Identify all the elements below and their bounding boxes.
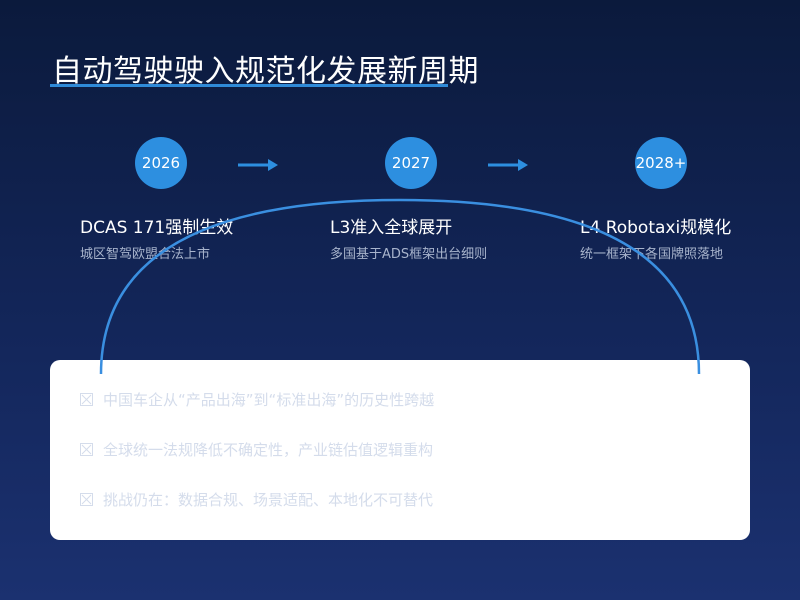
milestone-title: L3准入全球展开 [330,218,453,238]
checkbox-x-icon [80,493,93,506]
year-label: 2027 [391,154,431,172]
year-label: 2026 [141,154,181,172]
checkbox-x-icon [80,393,93,406]
year-badge-2026: 2026 [135,137,187,189]
year-badge-2027: 2027 [385,137,437,189]
bullet-text: 全球统一法规降低不确定性，产业链估值逻辑重构 [103,441,434,459]
summary-panel [50,360,750,540]
bullet-text: 挑战仍在：数据合规、场景适配、本地化不可替代 [103,491,434,509]
arrow-right-icon [488,159,528,171]
checkbox-x-icon [80,443,93,456]
title-underline [50,84,448,87]
list-item: 挑战仍在：数据合规、场景适配、本地化不可替代 [80,489,433,510]
milestone-subtitle: 多国基于ADS框架出台细则 [330,247,488,262]
bullet-text: 中国车企从“产品出海”到“标准出海”的历史性跨越 [103,391,435,409]
milestone-subtitle: 统一框架下各国牌照落地 [580,247,724,262]
year-badge-2028: 2028+ [635,137,687,189]
page-title: 自动驾驶驶入规范化发展新周期 [52,54,479,89]
arrow-right-icon [238,159,278,171]
year-label: 2028+ [635,154,687,172]
milestone-subtitle: 城区智驾欧盟合法上市 [80,247,211,262]
milestone-title: L4 Robotaxi规模化 [580,218,732,238]
list-item: 全球统一法规降低不确定性，产业链估值逻辑重构 [80,439,433,460]
list-item: 中国车企从“产品出海”到“标准出海”的历史性跨越 [80,389,434,410]
